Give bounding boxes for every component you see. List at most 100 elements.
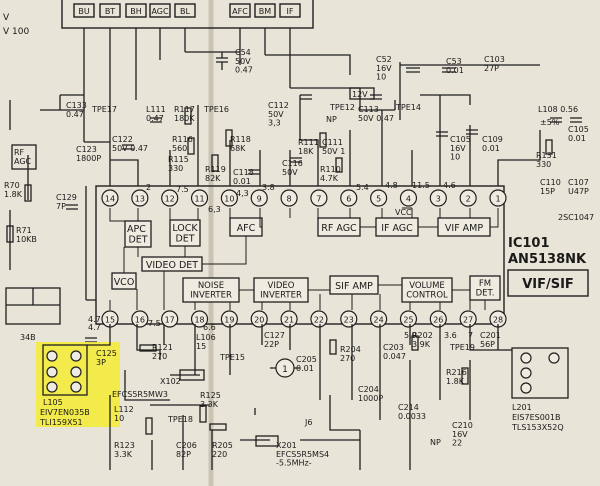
label-l201: L201 — [512, 403, 532, 412]
connector-pin-label: BL — [180, 7, 190, 16]
voltage-3-6: 3.6 — [444, 331, 457, 340]
top-pin-circle — [101, 189, 119, 207]
label-tpe12: TPE12 — [329, 103, 355, 112]
label-tpe17: TPE17 — [91, 105, 117, 114]
voltage-6-3: 6,3 — [208, 205, 221, 214]
top-pin-number: 11 — [194, 195, 204, 204]
voltage-4-8: 4.8 — [385, 181, 398, 190]
block-afc-label: AFC — [237, 223, 256, 234]
block-vif-amp-label: VIF AMP — [445, 223, 483, 234]
top-pin-number: 10 — [224, 195, 234, 204]
label-l105-part2: TLI159X51 — [39, 418, 83, 427]
label-12v: 12V — [352, 90, 368, 99]
top-pin-number: 1 — [495, 195, 500, 204]
label-x102: X102 — [160, 377, 181, 386]
top-pin-number: 2 — [466, 195, 471, 204]
x201-filter — [255, 435, 279, 447]
block-vif-amp: VIF AMP — [437, 217, 491, 237]
block-vco: VCO — [111, 272, 137, 290]
bottom-pin-circle — [399, 310, 418, 328]
top-pin-circle — [250, 189, 268, 207]
label-2sc1047: 2SC1047 — [558, 213, 594, 222]
top-pin-circle — [131, 189, 149, 207]
l105-coil-box — [42, 344, 88, 396]
block-sif-amp: SIF AMP — [329, 275, 379, 295]
bottom-pin-number: 15 — [105, 316, 115, 325]
label-tpe18: TPE18 — [167, 415, 193, 424]
connector-pin-label: BT — [105, 7, 115, 16]
connector-pin-label: BH — [130, 7, 142, 16]
l201-coil — [500, 347, 569, 399]
top-pin-number: 9 — [257, 195, 262, 204]
bottom-pin-circle — [429, 310, 447, 328]
top-pin-circle — [340, 189, 358, 207]
ic-internal-wiring — [109, 207, 499, 310]
bottom-pin-number: 20 — [254, 316, 264, 325]
label-tpe15: TPE15 — [219, 353, 245, 362]
vcc-label: VCC — [395, 208, 412, 217]
top-pin-number: 5 — [376, 195, 381, 204]
voltage-11-5: 11.5 — [412, 181, 430, 190]
label-l201-part1: EIS7ES001B — [512, 413, 560, 422]
top-pin-circle — [370, 189, 388, 207]
ic-ref-label: IC101 — [508, 236, 550, 251]
x102-crystal — [179, 369, 205, 381]
connector-pin-box — [174, 3, 196, 18]
voltage-6-6: 6.6 — [203, 323, 216, 332]
block-rf-agc: RF AGC — [317, 217, 361, 237]
bottom-pin-number: 19 — [224, 316, 234, 325]
voltage-4-3: 4,3 — [236, 189, 249, 198]
connector-pin-box — [99, 3, 121, 18]
block-apc-det-label: APC DET — [127, 224, 149, 245]
v12-box — [349, 87, 375, 100]
connector-pin-box — [73, 3, 95, 18]
bottom-pin-circle — [340, 310, 358, 328]
top-pin-circle — [220, 189, 238, 207]
top-pin-number: 13 — [135, 195, 145, 204]
bottom-pin-circle — [310, 310, 328, 328]
voltage-4-6: 4.6 — [443, 181, 456, 190]
lower-circuit-wiring — [87, 324, 500, 470]
ic-function-box — [507, 269, 589, 297]
connector-pin-label: BU — [78, 7, 89, 16]
label-tpe16: TPE16 — [203, 105, 229, 114]
connector-pin-box — [254, 3, 276, 18]
bottom-pin-circle — [161, 310, 179, 328]
rf-agc-side-box — [11, 144, 37, 170]
marker-1-label: 1 — [282, 365, 288, 375]
top-pin-number: 4 — [406, 195, 411, 204]
top-pin-number: 14 — [105, 195, 115, 204]
